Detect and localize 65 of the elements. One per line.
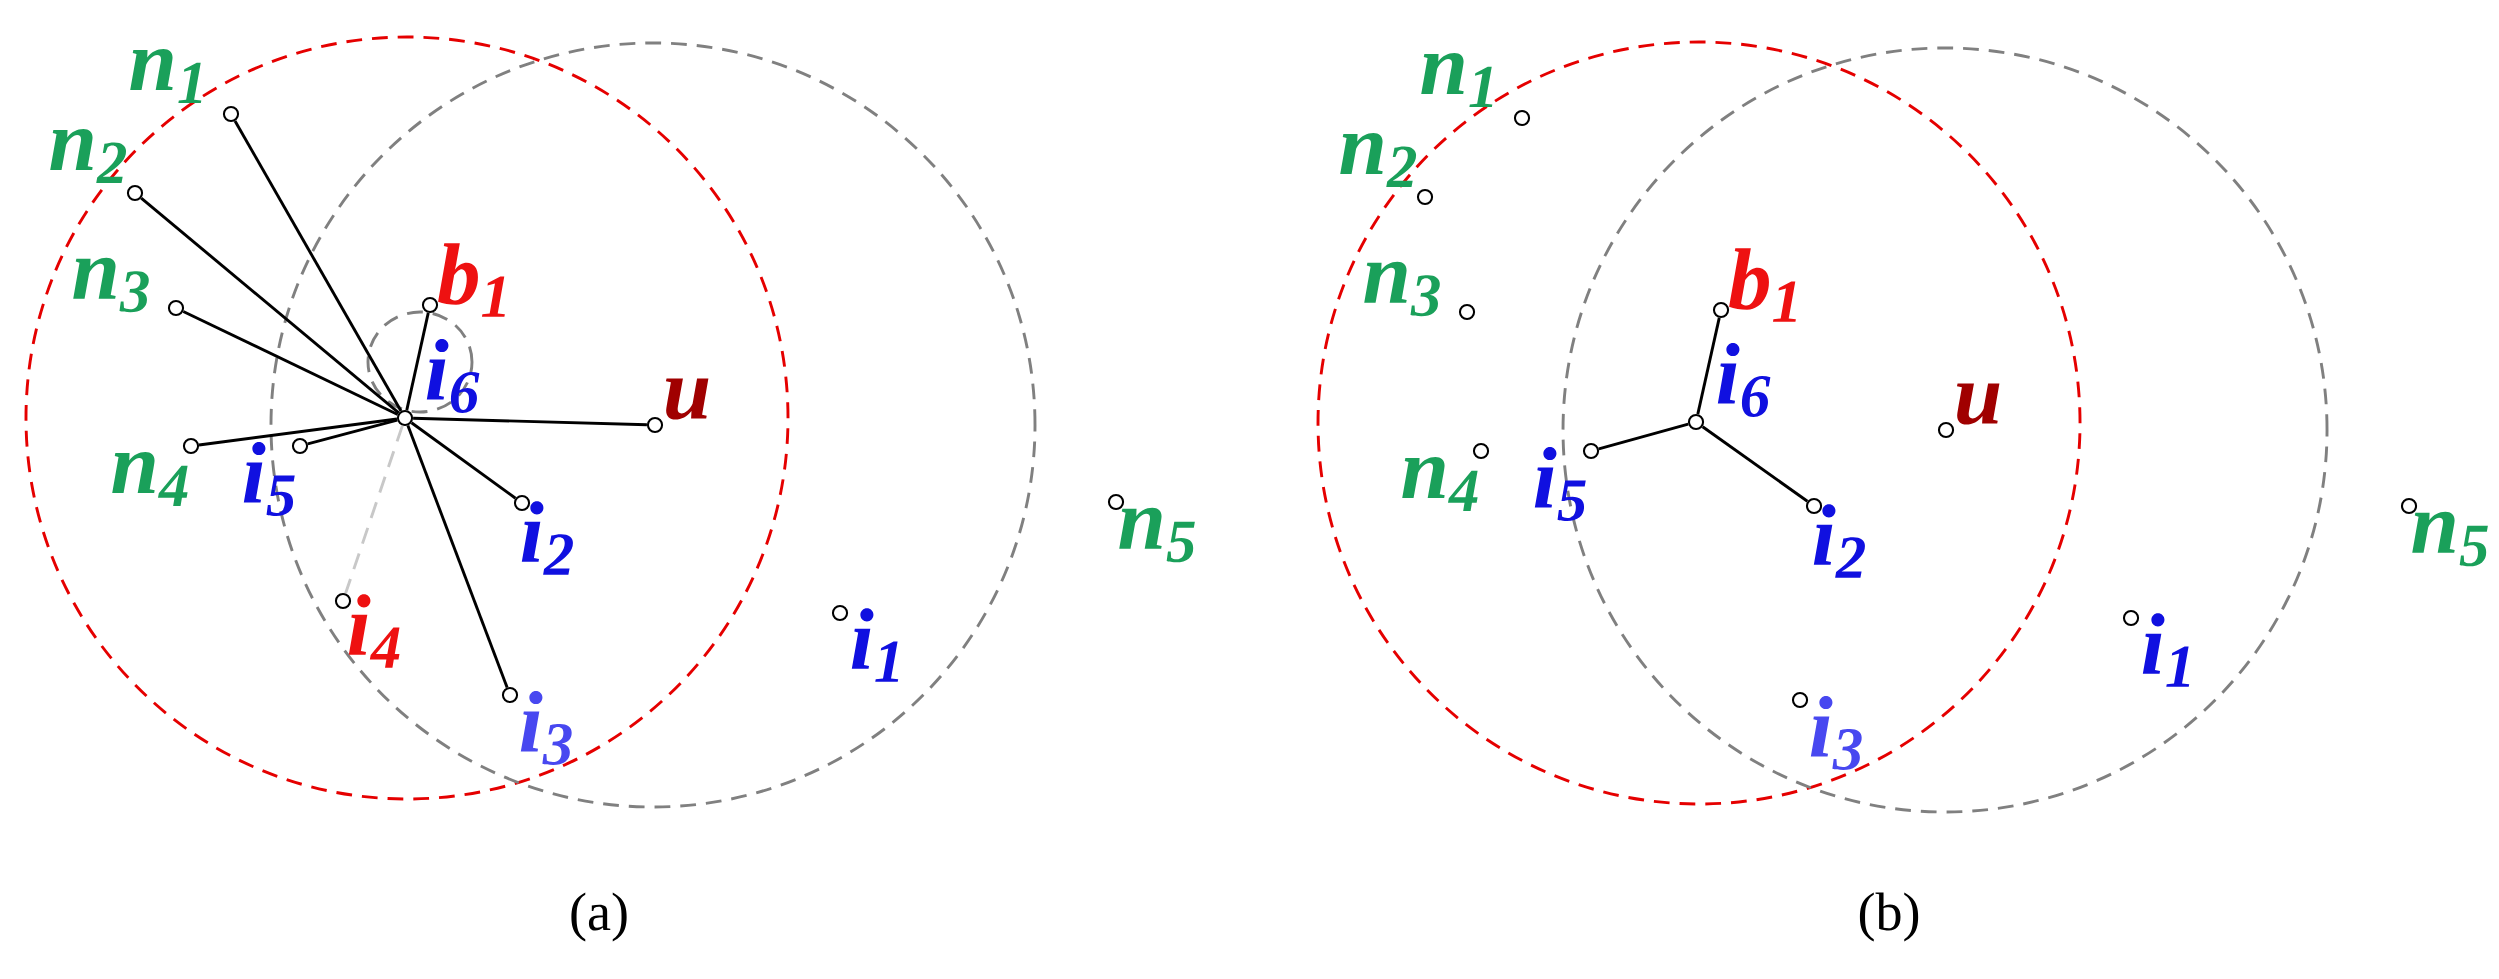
labeled-point: i$_{1}$	[2122, 609, 2190, 687]
connector-line	[140, 197, 400, 414]
labeled-point: i$_{6}$	[1687, 343, 1771, 431]
connector-line	[1598, 422, 1689, 451]
labeled-point: i$_{3}$	[1791, 691, 1862, 770]
node-label: n$_{4}$	[1402, 456, 1478, 511]
panel-caption: (a)	[571, 892, 627, 942]
node-label: i$_{1}$	[2142, 613, 2190, 687]
node-label: i$_{5}$	[243, 442, 295, 516]
connector-line	[344, 425, 404, 594]
panel-caption: (b)	[1859, 892, 1919, 942]
labeled-point: n$_{2}$	[50, 129, 144, 202]
connector-line	[405, 312, 430, 411]
labeled-point: n$_{1}$	[1421, 53, 1531, 127]
node-label: u	[1956, 383, 2000, 425]
labeled-point: n$_{3}$	[73, 257, 185, 317]
labeled-point: u	[1937, 383, 2000, 439]
labeled-point: i$_{3}$	[501, 686, 572, 765]
labeled-point: u	[646, 378, 709, 434]
connector-line	[1696, 317, 1721, 415]
node-label: b$_{1}$	[438, 243, 505, 317]
node-label: n$_{2}$	[1340, 132, 1417, 187]
connector-line	[410, 421, 517, 500]
node-label: i$_{4}$	[348, 594, 400, 668]
labeled-point: b$_{1}$	[1712, 248, 1796, 322]
labeled-point: b$_{1}$	[421, 243, 505, 317]
node-label: u	[665, 378, 709, 420]
labeled-point: i$_{1}$	[831, 604, 899, 682]
node-label: n$_{1}$	[130, 48, 202, 103]
node-label: i$_{1}$	[851, 608, 899, 682]
labeled-point: i$_{2}$	[1805, 497, 1865, 578]
labeled-point: i$_{2}$	[513, 494, 573, 575]
connector-line	[182, 310, 399, 416]
node-label: i$_{6}$	[426, 339, 480, 413]
connector-line	[233, 120, 403, 412]
labeled-point: n$_{4}$	[1402, 442, 1490, 511]
node-label: i$_{2}$	[1813, 504, 1865, 578]
labeled-point: i$_{5}$	[1534, 442, 1600, 521]
node-label: n$_{2}$	[50, 128, 127, 183]
labeled-point: i$_{4}$	[334, 592, 400, 668]
node-label: i$_{3}$	[1810, 696, 1862, 770]
node-label: b$_{1}$	[1729, 248, 1796, 322]
labeled-point: n$_{5}$	[1107, 493, 1195, 563]
node-label: i$_{5}$	[1534, 447, 1586, 521]
connector-line	[406, 425, 509, 688]
labeled-point: n$_{1}$	[130, 49, 240, 123]
labeled-point: n$_{3}$	[1364, 261, 1476, 321]
node-label: n$_{5}$	[2412, 511, 2488, 567]
node-label: i$_{3}$	[520, 691, 572, 765]
labeled-point: n$_{2}$	[1340, 133, 1434, 206]
node-label: i$_{6}$	[1717, 343, 1771, 417]
labeled-point: i$_{6}$	[396, 339, 480, 427]
node-label: n$_{5}$	[1119, 507, 1195, 563]
labeled-point: n$_{5}$	[2400, 497, 2488, 567]
connector-line	[198, 417, 398, 447]
node-label: n$_{4}$	[112, 451, 188, 506]
node-label: n$_{3}$	[1364, 261, 1440, 317]
connector-line	[307, 418, 398, 446]
node-label: i$_{2}$	[521, 501, 573, 575]
connector-line	[1701, 425, 1809, 503]
labeled-point: i$_{5}$	[243, 437, 309, 516]
labeled-point: n$_{4}$	[112, 437, 200, 506]
node-label: n$_{1}$	[1421, 52, 1493, 107]
connector-line	[413, 416, 647, 427]
node-label: n$_{3}$	[73, 257, 149, 313]
